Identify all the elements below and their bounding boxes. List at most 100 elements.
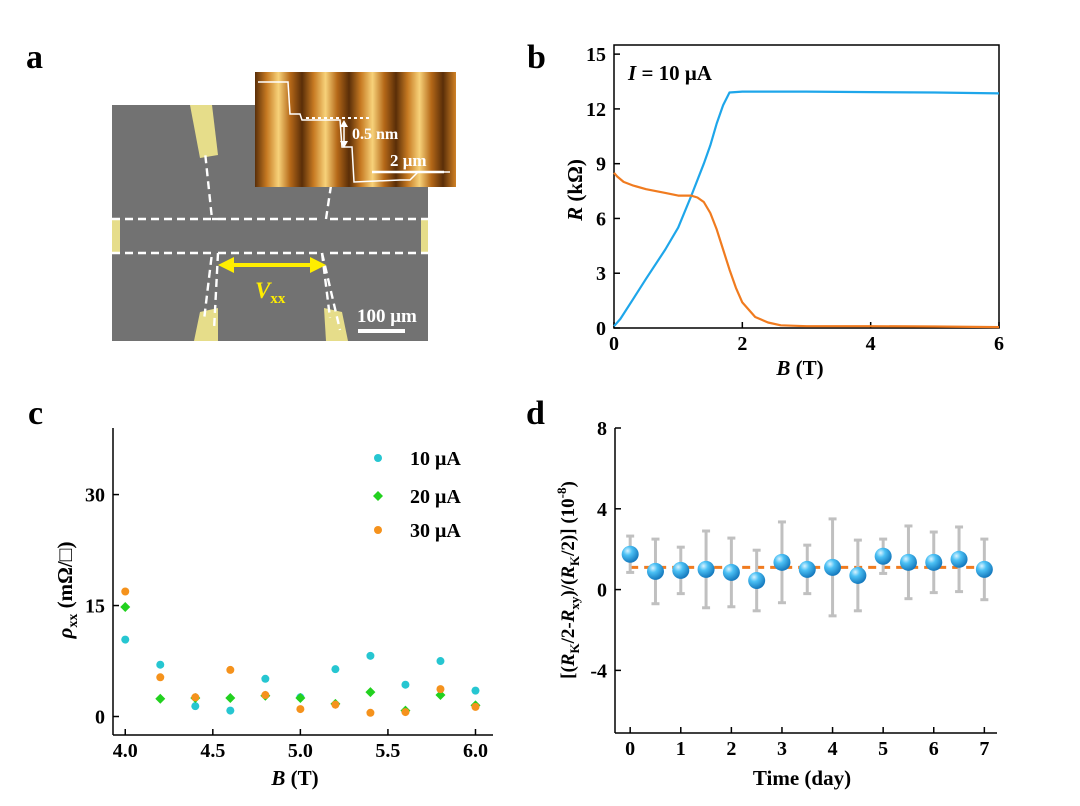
plot-d: 0 1 2 3 4 5 6 7 -4 0 4 8 bbox=[590, 418, 997, 760]
data-point-30ua bbox=[261, 691, 270, 700]
annotation-current: I = 10 μA bbox=[627, 61, 713, 85]
x-tick-label: 5 bbox=[878, 738, 888, 760]
data-point-30ua bbox=[226, 665, 235, 674]
contact-pad-right bbox=[421, 220, 428, 254]
data-point-deviation bbox=[899, 553, 917, 571]
data-point-deviation bbox=[824, 558, 842, 576]
y-tick-label: 0 bbox=[95, 707, 105, 729]
data-point-30ua bbox=[401, 708, 410, 717]
x-tick-label: 5.5 bbox=[375, 740, 400, 762]
legend-label: 20 μA bbox=[410, 486, 461, 508]
x-tick-label: 7 bbox=[979, 738, 989, 760]
afm-scale-label: 2 μm bbox=[390, 151, 427, 170]
data-point-deviation bbox=[975, 560, 993, 578]
xlabel-c: B (T) bbox=[270, 766, 318, 790]
data-point-deviation bbox=[621, 545, 639, 563]
data-point-10ua bbox=[156, 660, 165, 669]
x-tick-label: 2 bbox=[737, 333, 747, 355]
x-tick-label: 0 bbox=[625, 738, 635, 760]
x-tick-label: 6.0 bbox=[463, 740, 488, 762]
panel-label-c: c bbox=[28, 395, 43, 432]
y-tick-label: 8 bbox=[597, 418, 607, 440]
y-tick-label: -4 bbox=[590, 660, 607, 682]
scale-bar-label: 100 μm bbox=[357, 306, 417, 327]
contact-pad-left bbox=[112, 220, 120, 254]
data-point-deviation bbox=[697, 560, 715, 578]
series-line-rxx bbox=[613, 172, 1000, 329]
data-point-10ua bbox=[436, 657, 445, 666]
hall-bar-outline bbox=[112, 151, 428, 331]
data-point-20ua bbox=[120, 602, 131, 613]
x-tick-label: 4 bbox=[828, 738, 838, 760]
legend-label: 30 μA bbox=[410, 520, 461, 542]
data-point-30ua bbox=[331, 700, 340, 709]
y-tick-label: 9 bbox=[596, 154, 606, 176]
contact-pad-bottom-right bbox=[324, 308, 348, 341]
afm-step-height: 0.5 nm bbox=[352, 126, 399, 143]
y-tick-label: 4 bbox=[597, 499, 607, 521]
contact-pad-bottom-left bbox=[194, 308, 218, 341]
x-tick-label: 2 bbox=[726, 738, 736, 760]
data-point-20ua bbox=[225, 693, 236, 704]
x-tick-label: 3 bbox=[777, 738, 787, 760]
legend-c: 10 μA 20 μA 30 μA bbox=[373, 448, 461, 542]
x-tick-label: 4.5 bbox=[200, 740, 225, 762]
xlabel-b: B (T) bbox=[775, 356, 823, 380]
plot-frame bbox=[113, 428, 493, 735]
legend-label: 10 μA bbox=[410, 448, 461, 470]
xlabel-d: Time (day) bbox=[753, 766, 851, 790]
x-tick-label: 4.0 bbox=[113, 740, 138, 762]
y-tick-label: 0 bbox=[596, 318, 606, 340]
contact-pad-top-left bbox=[190, 105, 218, 158]
panel-a: a Vxx 100 μm bbox=[26, 39, 456, 341]
data-point-30ua bbox=[436, 685, 445, 694]
y-tick-label: 12 bbox=[586, 99, 606, 121]
x-tick-label: 4 bbox=[866, 333, 876, 355]
panel-label-b: b bbox=[527, 39, 546, 76]
data-point-10ua bbox=[366, 651, 375, 660]
data-point-10ua bbox=[471, 686, 480, 695]
data-point-10ua bbox=[121, 635, 130, 644]
data-point-10ua bbox=[191, 702, 200, 711]
plot-frame bbox=[613, 44, 1000, 329]
legend-marker bbox=[373, 491, 383, 501]
y-tick-label: 30 bbox=[85, 485, 105, 507]
data-point-30ua bbox=[296, 705, 305, 714]
data-point-10ua bbox=[401, 680, 410, 689]
data-point-30ua bbox=[471, 702, 480, 711]
y-tick-label: 15 bbox=[586, 44, 606, 66]
data-point-deviation bbox=[925, 553, 943, 571]
y-tick-label: 0 bbox=[597, 580, 607, 602]
data-point-10ua bbox=[331, 665, 340, 674]
y-tick-label: 3 bbox=[596, 263, 606, 285]
data-point-deviation bbox=[773, 553, 791, 571]
vxx-arrow bbox=[218, 257, 326, 273]
afm-profile bbox=[258, 81, 450, 183]
x-tick-label: 1 bbox=[676, 738, 686, 760]
legend-marker bbox=[374, 454, 382, 462]
data-point-deviation bbox=[722, 563, 740, 581]
data-point-30ua bbox=[191, 693, 200, 702]
data-point-deviation bbox=[798, 560, 816, 578]
legend-marker bbox=[374, 526, 382, 534]
data-point-10ua bbox=[261, 674, 270, 683]
vxx-label: Vxx bbox=[255, 278, 286, 307]
data-point-20ua bbox=[365, 687, 376, 698]
x-tick-label: 0 bbox=[609, 333, 619, 355]
series-line-rxy bbox=[613, 90, 1000, 327]
x-tick-label: 6 bbox=[929, 738, 939, 760]
data-point-30ua bbox=[121, 587, 130, 596]
data-point-20ua bbox=[435, 690, 446, 701]
plot-b: 0 2 4 6 0 3 6 9 12 15 bbox=[586, 44, 1004, 355]
data-point-deviation bbox=[646, 562, 664, 580]
data-point-deviation bbox=[672, 561, 690, 579]
y-tick-label: 6 bbox=[596, 208, 606, 230]
x-tick-label: 6 bbox=[994, 333, 1004, 355]
data-point-deviation bbox=[748, 572, 766, 589]
afm-inset: 0.5 nm 2 μm bbox=[255, 72, 456, 187]
panel-label-d: d bbox=[526, 395, 545, 432]
